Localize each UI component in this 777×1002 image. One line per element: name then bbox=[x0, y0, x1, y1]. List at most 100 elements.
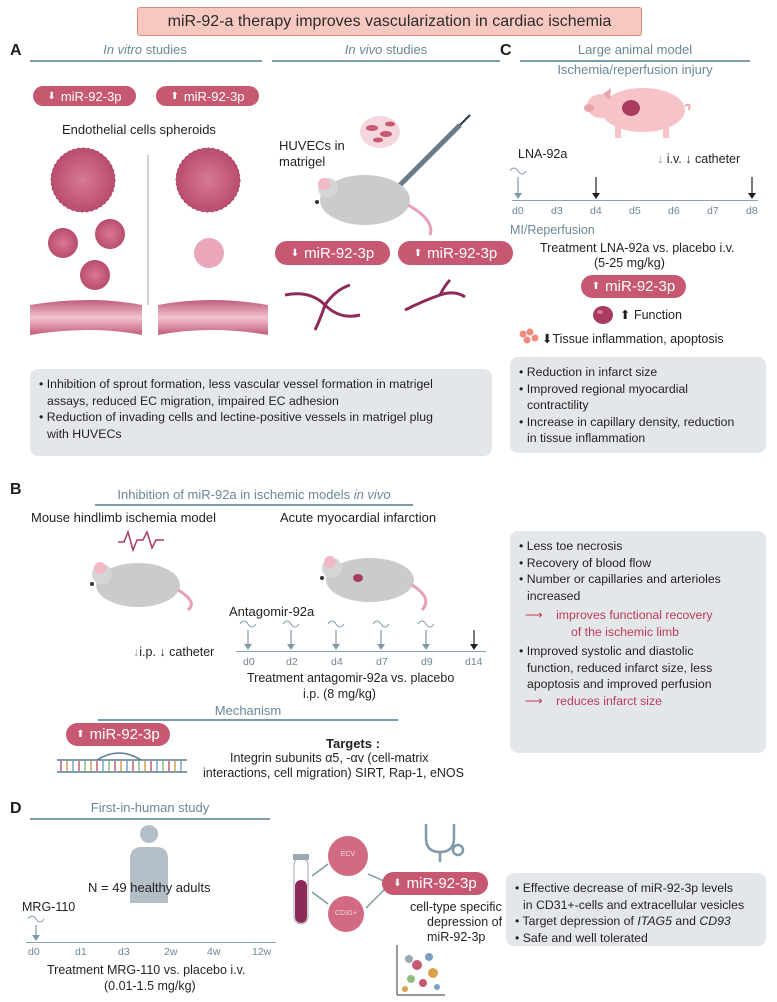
in-vivo-illustration bbox=[315, 114, 471, 236]
in-vivo-pill-down: ⬇miR-92-3p bbox=[275, 241, 390, 265]
stethoscope-icon bbox=[424, 824, 465, 862]
mrg-tick-d0: d0 bbox=[28, 946, 40, 958]
ecv-vesicle-icon bbox=[328, 836, 368, 876]
heart-icon bbox=[622, 100, 640, 116]
large-animal-divider bbox=[520, 60, 750, 62]
c-summary-2: • Improved regional myocardial bbox=[519, 381, 689, 396]
spheroids-label: Endothelial cells spheroids bbox=[62, 122, 216, 137]
lna-tick-d5: d5 bbox=[629, 205, 641, 217]
ischemia-reperfusion-header: Ischemia/reperfusion injury bbox=[557, 62, 713, 77]
lna-tick-d3: d3 bbox=[551, 205, 563, 217]
tsne-plot-icon bbox=[396, 945, 445, 996]
up-arrow-icon: ⬆ bbox=[413, 247, 423, 259]
in-vivo-header: In vivo studies bbox=[344, 42, 428, 57]
b-summary-4: increased bbox=[527, 588, 581, 603]
spheroid-icon bbox=[50, 147, 116, 213]
mechanism-header: Mechanism bbox=[214, 703, 282, 718]
specific-line-2: depression of bbox=[427, 915, 503, 929]
ecv-label: ECV bbox=[340, 851, 356, 858]
heart-icon bbox=[353, 574, 363, 582]
function-label: ⬆ Function bbox=[620, 308, 682, 322]
mrg-tick-2w: 2w bbox=[164, 946, 178, 958]
mrg-tick-12w: 12w bbox=[252, 946, 272, 958]
mrg-drug-label: MRG-110 bbox=[22, 900, 76, 914]
up-arrow-icon: ⬆ bbox=[591, 281, 601, 292]
panel-b-letter: B bbox=[10, 481, 22, 498]
in-vitro-pill-down: ⬇miR-92-3p bbox=[33, 86, 136, 106]
cohort-label: N = 49 healthy adults bbox=[88, 880, 211, 895]
panel-c-summary-box: • Reduction in infarct size • Improved r… bbox=[510, 357, 766, 453]
b-summary-6: of the ischemic limb bbox=[571, 624, 679, 639]
lna-treatment-2: (5-25 mg/kg) bbox=[594, 256, 665, 270]
mrg-timeline-axis bbox=[26, 942, 276, 943]
summary-line-3: • Reduction of invading cells and lectin… bbox=[39, 410, 433, 424]
in-vitro-pill-up: ⬆miR-92-3p bbox=[156, 86, 259, 106]
hindlimb-model-label: Mouse hindlimb ischemia model bbox=[31, 510, 216, 525]
heart-icon bbox=[593, 306, 613, 324]
specific-line-1: cell-type specific bbox=[410, 900, 502, 914]
antagomir-tick-d2: d2 bbox=[286, 656, 298, 668]
targets-line-1: Integrin subunits α5, -αv (cell-matrix bbox=[230, 751, 429, 765]
lna-tick-d8: d8 bbox=[746, 205, 758, 217]
c-summary-4: • Increase in capillary density, reducti… bbox=[519, 414, 735, 429]
d-summary-3: • Target depression of ITAG5 and CD93 bbox=[515, 914, 731, 928]
mouse-icon bbox=[315, 175, 433, 236]
mrg-treatment-1: Treatment MRG-110 vs. placebo i.v. bbox=[47, 963, 246, 977]
right-arrow-icon: ⟶ bbox=[525, 693, 543, 708]
antagomir-tick-d4: d4 bbox=[331, 656, 343, 668]
lna-tick-d0: d0 bbox=[512, 205, 524, 217]
cd31-label: CD31+ bbox=[335, 910, 357, 917]
mi-reperfusion-label: MI/Reperfusion bbox=[510, 223, 595, 237]
antagomir-dose-arrows bbox=[239, 620, 478, 650]
mrg-tick-4w: 4w bbox=[207, 946, 221, 958]
b-summary-8: function, reduced infarct size, less bbox=[527, 660, 713, 675]
panel-b-pill-up: ⬆miR-92-3p bbox=[66, 723, 170, 746]
iv-legend: ↓ i.v. ↓ catheter bbox=[657, 152, 741, 166]
b-summary-9: apoptosis and improved perfusion bbox=[527, 677, 712, 691]
in-vivo-divider bbox=[272, 60, 500, 62]
first-in-human-divider bbox=[30, 818, 270, 820]
mi-mouse-illustration bbox=[320, 556, 428, 612]
b-summary-1: • Less toe necrosis bbox=[519, 539, 623, 553]
panel-a-letter: A bbox=[10, 42, 22, 59]
lna-dose-arrows bbox=[509, 167, 756, 199]
b-summary-3: • Number or capillaries and arterioles bbox=[519, 572, 721, 586]
antagomir-tick-d9: d9 bbox=[421, 656, 433, 668]
in-vitro-header: In vitro studies bbox=[103, 42, 187, 57]
down-arrow-icon: ⬇ bbox=[542, 332, 553, 346]
huvec-label-1: HUVECs in bbox=[279, 138, 345, 153]
antagomir-tick-d0: d0 bbox=[243, 656, 255, 668]
summary-line-1: • Inhibition of sprout formation, less v… bbox=[39, 377, 433, 391]
mi-model-label: Acute myocardial infarction bbox=[280, 510, 437, 525]
sample-processing-illustration bbox=[293, 836, 387, 932]
panel-d-summary-box: • Effective decrease of miR-92-3p levels… bbox=[506, 873, 766, 946]
down-arrow-icon: ⬇ bbox=[47, 90, 56, 102]
antagomir-tick-d7: d7 bbox=[376, 656, 388, 668]
panel-d-letter: D bbox=[10, 800, 22, 817]
up-arrow-icon: ⬆ bbox=[76, 729, 85, 740]
first-in-human-header: First-in-human study bbox=[90, 800, 210, 815]
lna-timeline-axis bbox=[512, 200, 758, 201]
inhibition-header: Inhibition of miR-92a in ischemic models… bbox=[117, 487, 391, 502]
c-summary-3: contractility bbox=[527, 398, 589, 412]
up-arrow-icon: ⬆ bbox=[170, 90, 179, 102]
pig-icon bbox=[584, 88, 691, 138]
figure-title: miR-92-a therapy improves vascularizatio… bbox=[137, 7, 642, 36]
b-summary-10: ⟶ reduces infarct size bbox=[525, 693, 662, 708]
targets-line-2: interactions, cell migration) SIRT, Rap-… bbox=[203, 766, 464, 780]
b-summary-7: • Improved systolic and diastolic bbox=[519, 644, 694, 658]
cell-cluster-icon bbox=[360, 116, 400, 148]
ip-legend: ↓i.p. ↓ catheter bbox=[133, 645, 215, 659]
down-arrow-icon: ⬇ bbox=[393, 878, 402, 889]
mirna-duplex-icon bbox=[57, 752, 187, 773]
lna-drug-label: LNA-92a bbox=[518, 147, 568, 161]
inhibition-divider bbox=[95, 504, 413, 506]
panel-b-summary-box: • Less toe necrosis • Recovery of blood … bbox=[510, 531, 766, 753]
inflammation-label: ⬇Tissue inflammation, apoptosis bbox=[542, 332, 724, 346]
hindlimb-mouse-illustration bbox=[90, 529, 193, 612]
b-summary-5: ⟶ improves functional recovery bbox=[525, 608, 713, 622]
summary-line-4: with HUVECs bbox=[47, 426, 122, 441]
human-silhouette-icon bbox=[130, 825, 168, 903]
antagomir-label: Antagomir-92a bbox=[229, 604, 315, 619]
in-vivo-pill-up: ⬆miR-92-3p bbox=[398, 241, 513, 265]
